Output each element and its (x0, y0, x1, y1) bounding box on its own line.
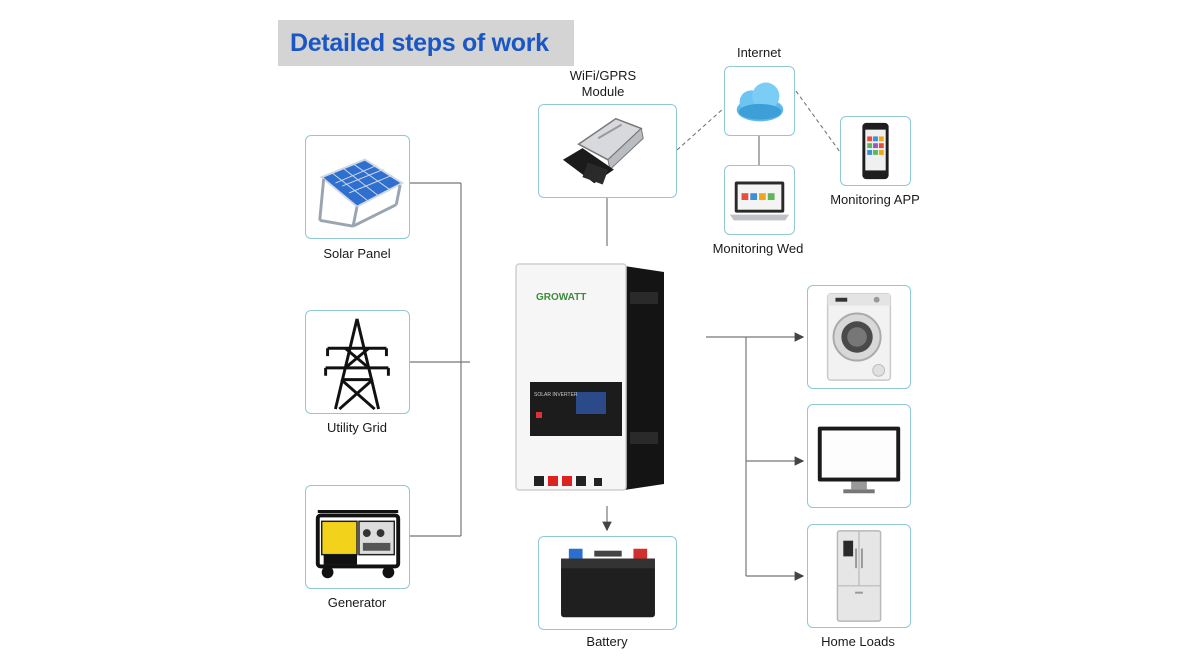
monitoring-web-label: Monitoring Wed (712, 241, 804, 256)
washing-machine-card (807, 285, 911, 389)
generator-icon (315, 510, 401, 579)
smartphone-icon (862, 122, 889, 180)
solar-panel-icon (318, 158, 405, 228)
utility-grid-label: Utility Grid (327, 420, 387, 435)
monitor-card (807, 404, 911, 508)
home-loads-label: Home Loads (821, 634, 895, 649)
power-tower-icon (324, 318, 390, 411)
internet-card (724, 66, 795, 136)
wifi-module-icon (562, 117, 644, 185)
inverter-unit: GROWATT SOLAR INVERTER (514, 262, 664, 494)
wifi-module-label-line1: WiFi/GPRS (569, 68, 637, 83)
monitoring-app-label: Monitoring APP (830, 192, 920, 207)
monitoring-web-card (724, 165, 795, 235)
cloud-icon (736, 82, 784, 122)
battery-card (538, 536, 677, 630)
inverter-brand: GROWATT (536, 292, 586, 303)
generator-label: Generator (327, 595, 387, 610)
monitor-icon (817, 426, 901, 494)
inverter-icon: GROWATT SOLAR INVERTER (515, 263, 664, 491)
solar-panel-card (305, 135, 410, 239)
refrigerator-icon (836, 530, 882, 622)
diagram-title: Detailed steps of work (290, 28, 549, 57)
generator-card (305, 485, 410, 589)
wifi-module-label-line2: Module (581, 84, 625, 99)
inverter-panel-text: SOLAR INVERTER (534, 392, 578, 398)
internet-label: Internet (736, 45, 782, 60)
washing-machine-icon (826, 293, 892, 381)
utility-grid-card (305, 310, 410, 414)
wifi-module-card (538, 104, 677, 198)
monitoring-app-card (840, 116, 911, 186)
wifi-module-label: WiFi/GPRS Module (570, 68, 636, 100)
battery-icon (561, 548, 655, 618)
title-banner: Detailed steps of work (278, 20, 574, 66)
refrigerator-card (807, 524, 911, 628)
solar-panel-label: Solar Panel (323, 246, 391, 261)
battery-label: Battery (586, 634, 628, 649)
laptop-icon (729, 181, 790, 221)
